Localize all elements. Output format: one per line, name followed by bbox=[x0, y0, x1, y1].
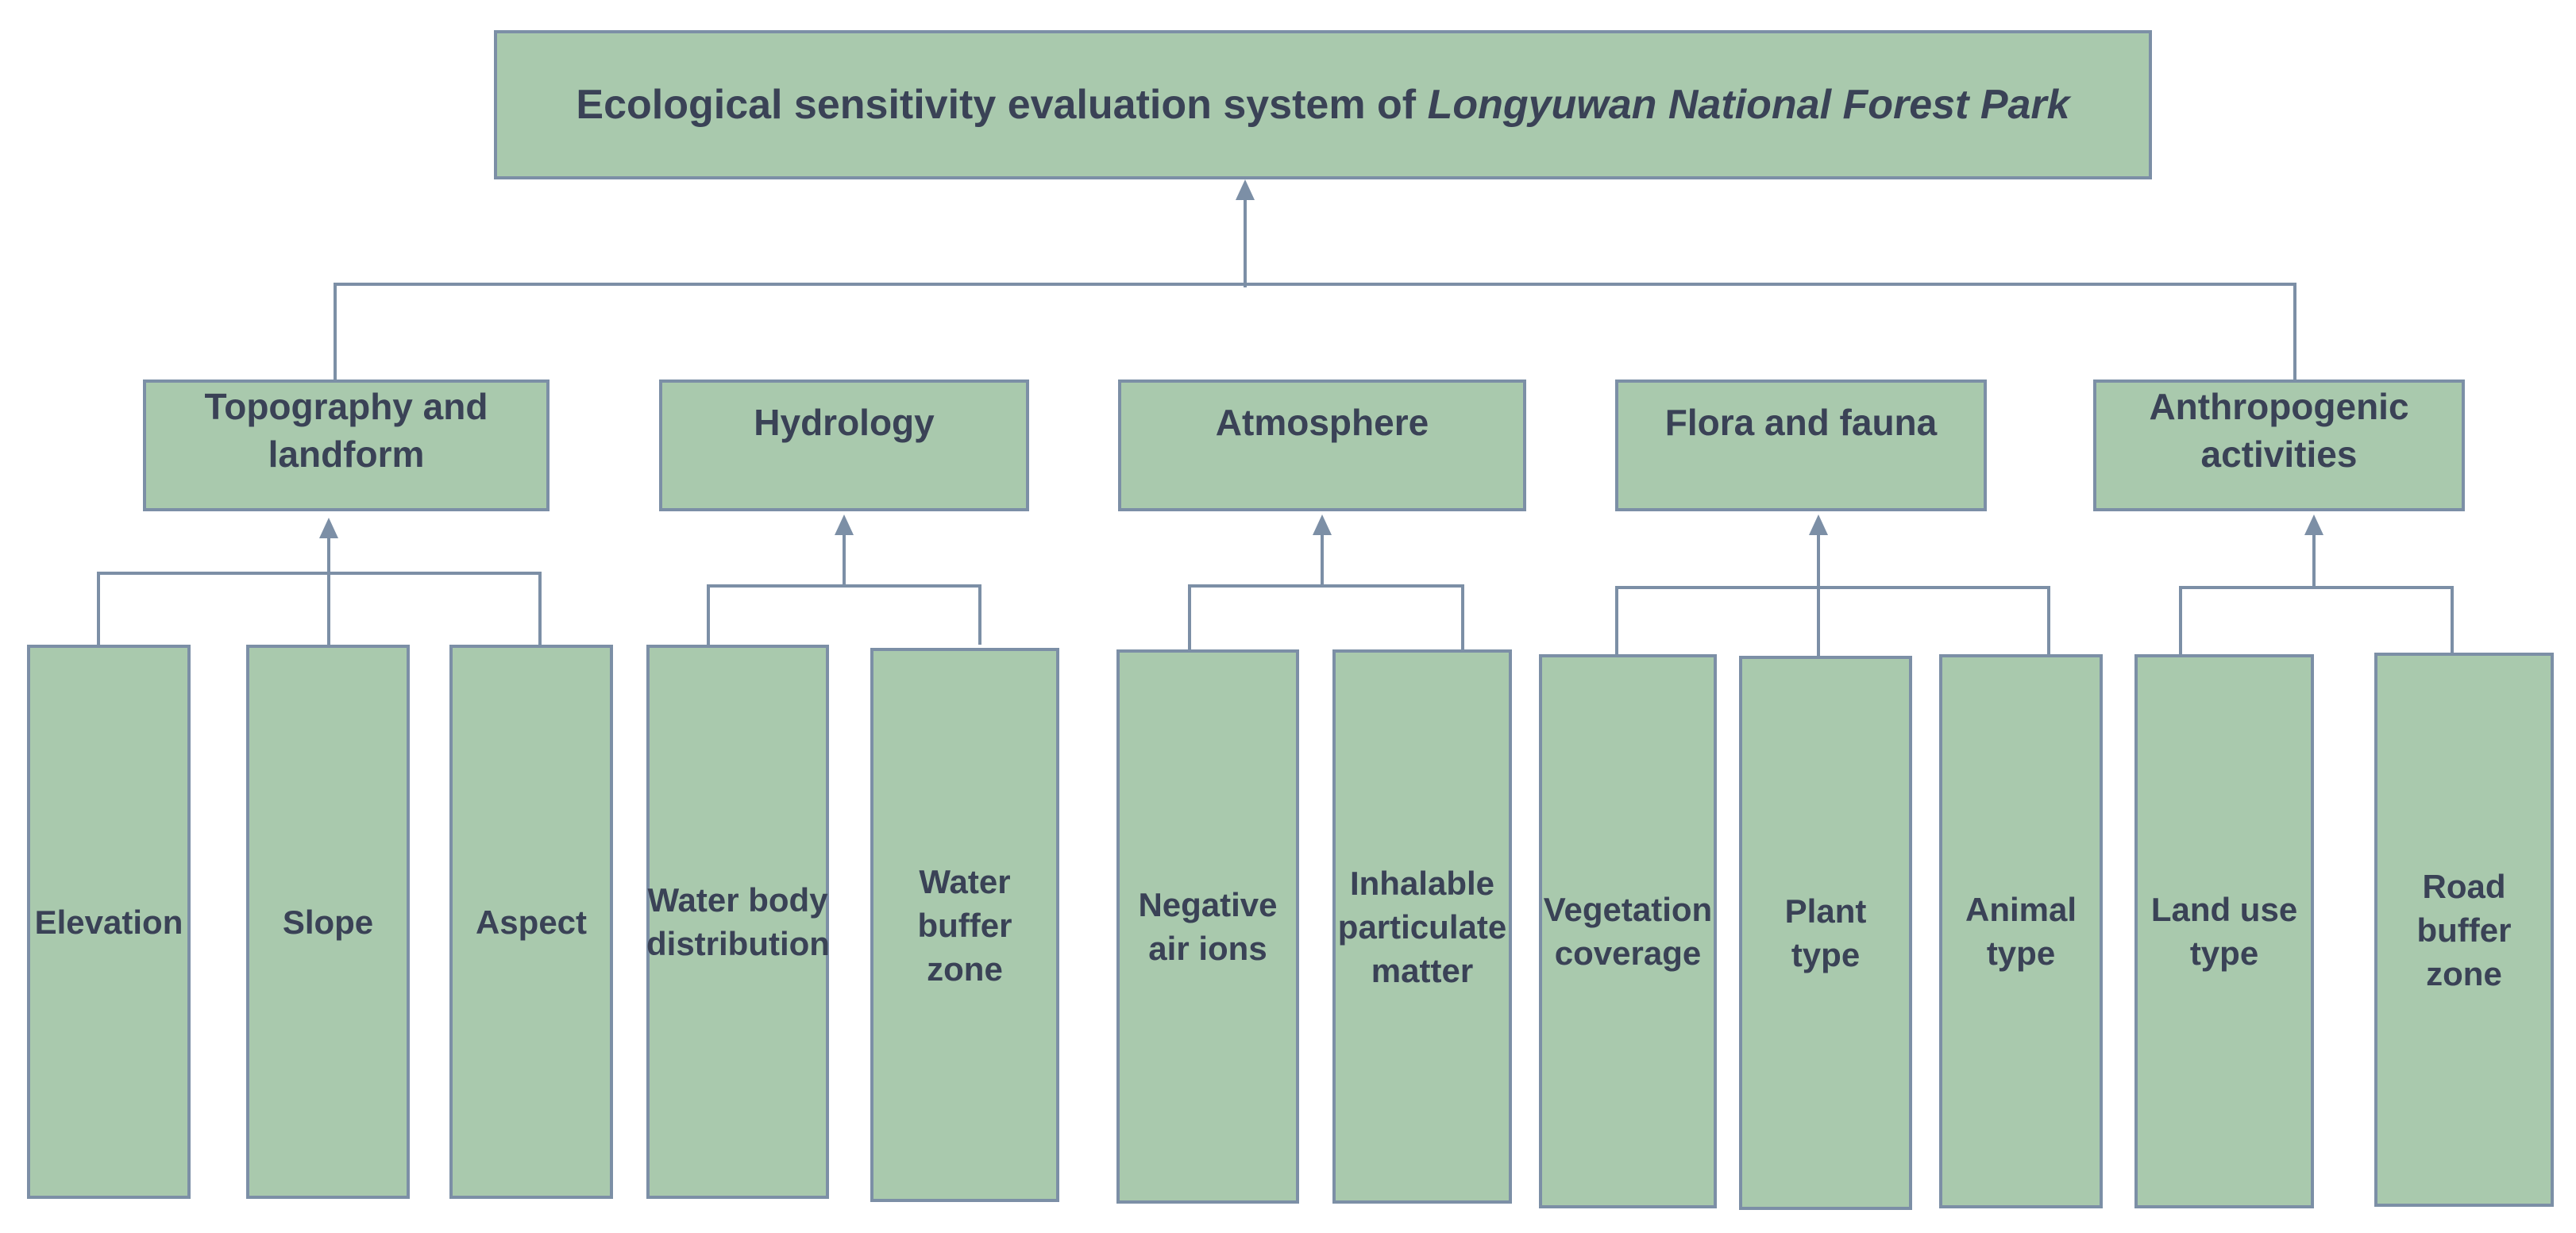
cat5-arrowhead bbox=[2304, 514, 2323, 535]
category-node-atmosphere: Atmosphere bbox=[1118, 380, 1526, 511]
indicator-label: Water body distribution bbox=[646, 881, 830, 962]
indicator-node-water-body: Water body distribution bbox=[646, 645, 830, 1199]
root-title-park-name: Longyuwan National Forest Park bbox=[1427, 82, 2070, 128]
root-arrowhead bbox=[1236, 179, 1255, 200]
indicator-label: Vegetation coverage bbox=[1543, 891, 1713, 972]
cat3-arrowhead bbox=[1313, 514, 1332, 535]
indicator-label: Elevation bbox=[34, 903, 183, 941]
root-connector-bar bbox=[334, 283, 2296, 380]
cat4-arrowhead bbox=[1809, 514, 1828, 535]
indicator-node-water-buffer: Water buffer zone bbox=[870, 648, 1059, 1202]
cat1-arrowhead bbox=[319, 518, 338, 538]
root-node: Ecological sensitivity evaluation system… bbox=[494, 30, 2152, 179]
category-node-hydrology: Hydrology bbox=[659, 380, 1029, 511]
cat3-connector-bar bbox=[1188, 584, 1464, 656]
category-label: Topography and landform bbox=[204, 386, 488, 475]
indicator-label: Aspect bbox=[475, 903, 588, 941]
indicator-node-animal-type: Animal type bbox=[1939, 654, 2103, 1208]
indicator-node-negative-air-ions: Negative air ions bbox=[1116, 649, 1299, 1204]
indicator-node-plant-type: Plant type bbox=[1739, 656, 1912, 1210]
category-label: Hydrology bbox=[754, 402, 935, 443]
root-title: Ecological sensitivity evaluation system… bbox=[576, 81, 2069, 129]
category-node-anthropogenic: Anthropogenic activities bbox=[2093, 380, 2465, 511]
indicator-label: Slope bbox=[282, 903, 374, 941]
category-label: Atmosphere bbox=[1215, 402, 1429, 443]
indicator-label: Plant type bbox=[1784, 892, 1867, 973]
indicator-node-elevation: Elevation bbox=[27, 645, 191, 1199]
cat2-arrowhead bbox=[835, 514, 854, 535]
root-title-main: Ecological sensitivity evaluation system… bbox=[576, 82, 1428, 128]
indicator-node-vegetation-coverage: Vegetation coverage bbox=[1539, 654, 1717, 1208]
category-node-topography: Topography and landform bbox=[143, 380, 550, 511]
indicator-node-land-use-type: Land use type bbox=[2134, 654, 2314, 1208]
cat4-connector-bar bbox=[1615, 586, 2050, 661]
indicator-label: Inhalable particulate matter bbox=[1337, 864, 1507, 989]
indicator-label: Land use type bbox=[2150, 891, 2298, 972]
indicator-label: Water buffer zone bbox=[917, 862, 1012, 988]
cat1-connector-bar bbox=[97, 572, 542, 645]
indicator-label: Animal type bbox=[1965, 891, 2077, 972]
cat2-connector-bar bbox=[707, 584, 981, 645]
category-node-flora-fauna: Flora and fauna bbox=[1615, 380, 1987, 511]
indicator-node-slope: Slope bbox=[246, 645, 410, 1199]
indicator-node-road-buffer: Road buffer zone bbox=[2374, 653, 2554, 1207]
indicator-label: Negative air ions bbox=[1138, 886, 1278, 967]
cat5-connector-bar bbox=[2179, 586, 2454, 661]
indicator-node-particulate-matter: Inhalable particulate matter bbox=[1332, 649, 1512, 1204]
category-label: Flora and fauna bbox=[1664, 402, 1938, 443]
indicator-node-aspect: Aspect bbox=[449, 645, 613, 1199]
category-label: Anthropogenic activities bbox=[2149, 386, 2409, 475]
indicator-label: Road buffer zone bbox=[2416, 867, 2512, 992]
